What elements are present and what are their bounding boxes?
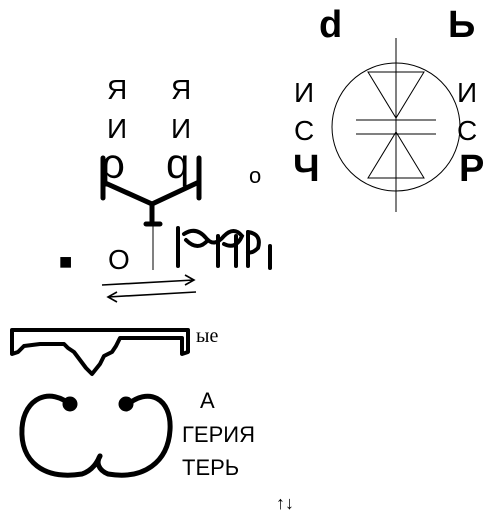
letter-i-circle-right: И (457, 77, 478, 108)
letter-s-circle-left: С (294, 115, 315, 146)
letter-ya-right: Я (171, 74, 192, 105)
black-square: ■ (59, 249, 73, 274)
letter-q: q (166, 140, 190, 187)
fragment-ye: ые (196, 325, 219, 347)
fragment-a: А (200, 388, 215, 413)
rune-strip-icon (176, 226, 272, 270)
swirl-pair-icon (19, 393, 173, 478)
double-arrow-icon (101, 274, 197, 303)
big-o-letter: О (108, 244, 130, 275)
ornament-bar-icon (10, 328, 190, 376)
letter-p-mirrored: ρ (101, 140, 125, 187)
letter-d-top-left: d (319, 4, 343, 46)
letter-i-circle-left: И (294, 77, 315, 108)
small-o-letter: o (249, 163, 262, 188)
letter-i-right: И (171, 113, 192, 144)
fragment-geriya: ГЕРИЯ (182, 422, 255, 447)
letter-soft-sign-top-right: Ь (448, 4, 476, 46)
letter-che-bottom-left: Ч (293, 148, 320, 190)
letter-s-circle-right: С (457, 115, 478, 146)
letter-r-bottom-right: Р (459, 148, 485, 190)
letter-ya-left: Я (107, 74, 128, 105)
letter-i-left: И (107, 113, 128, 144)
circle-star-icon (331, 38, 461, 212)
fragment-ter: ТЕРЬ (182, 455, 240, 480)
up-down-arrows: ↑↓ (276, 493, 294, 513)
